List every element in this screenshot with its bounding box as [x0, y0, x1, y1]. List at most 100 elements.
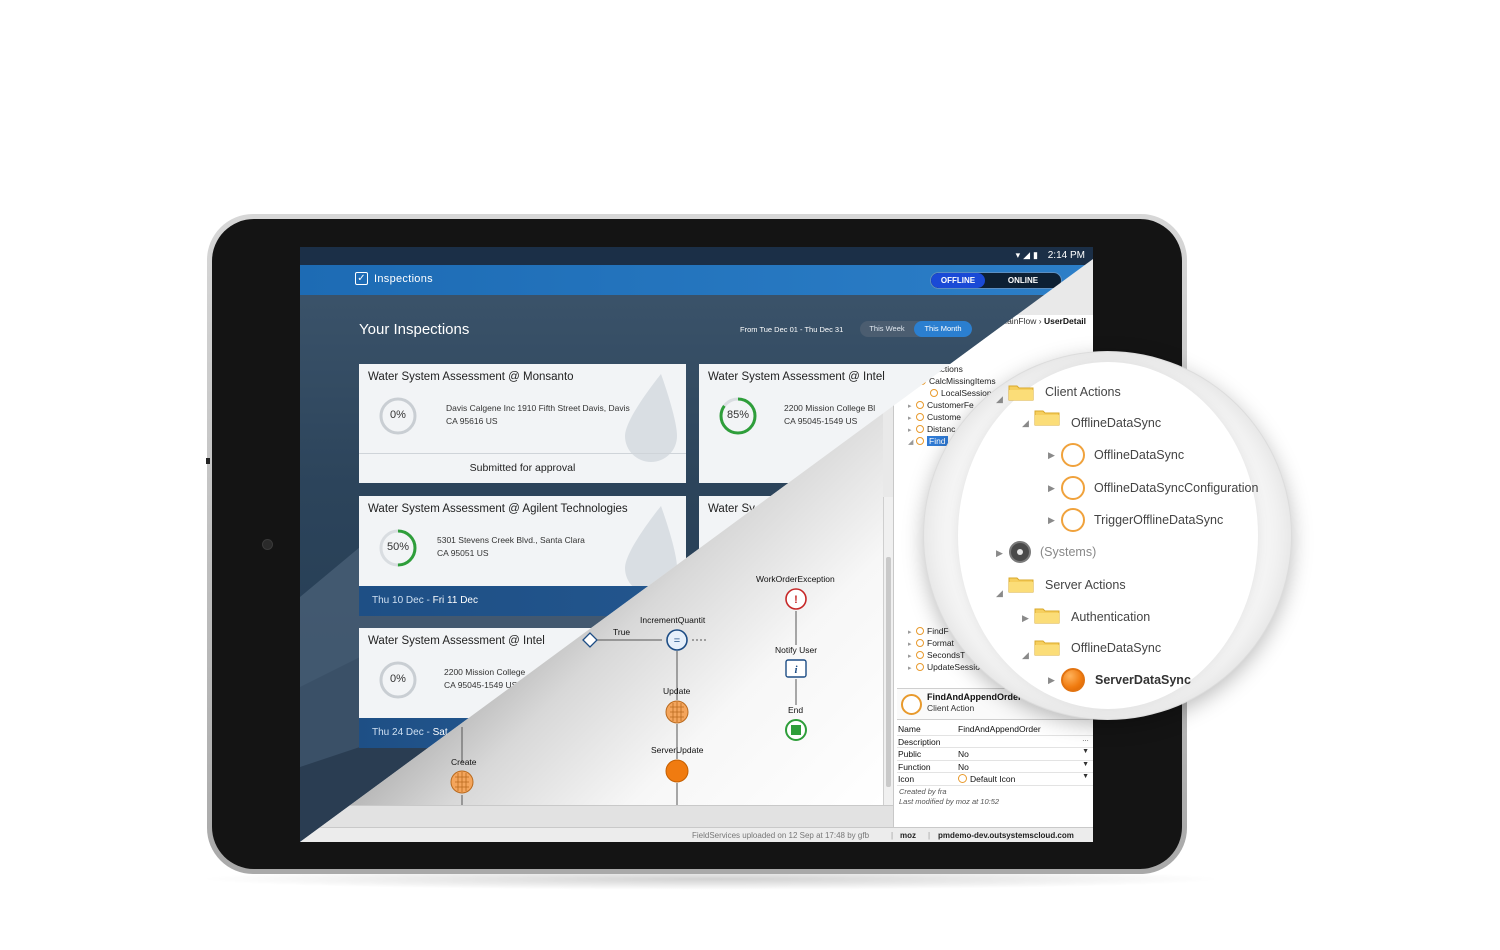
progress-value: 50% [386, 541, 410, 553]
expand-icon[interactable]: ▸ [908, 403, 912, 410]
expand-icon[interactable]: ▸ [908, 629, 912, 636]
progress-ring [379, 529, 417, 567]
signal-battery-icons: ▾◢▮ [1015, 250, 1041, 260]
tree-action-offlinedatasync[interactable]: OfflineDataSync [1094, 448, 1185, 462]
tree-folder-authentication[interactable]: Authentication [1071, 610, 1151, 624]
offline-online-toggle[interactable]: OFFLINE ONLINE [930, 272, 1062, 289]
canvas-horizontal-scrollbar[interactable] [300, 805, 893, 827]
property-value[interactable]: FindAndAppendOrder [958, 724, 1041, 734]
tree-item[interactable]: ▸UpdateSessio [908, 662, 980, 672]
card-title: Water Sy [708, 503, 755, 515]
assign-node-icon[interactable] [666, 629, 688, 651]
toggle-offline[interactable]: OFFLINE [931, 273, 985, 288]
current-user[interactable]: moz [900, 831, 916, 840]
progress-value: 0% [390, 673, 406, 685]
tree-item[interactable]: ▸SecondsT [908, 650, 966, 660]
tree-action-triggerofflinedatasync[interactable]: TriggerOfflineDataSync [1094, 513, 1224, 527]
expand-icon[interactable]: ▸ [908, 653, 912, 660]
collapse-icon[interactable]: ◢ [996, 394, 1003, 404]
camera-icon [262, 539, 273, 550]
svg-text:=: = [674, 635, 680, 647]
tree-item[interactable]: LocalSession [930, 388, 992, 398]
expand-icon[interactable]: ▶ [1048, 515, 1055, 525]
tree-folder-offlinedatasync[interactable]: OfflineDataSync [1071, 416, 1162, 430]
server-name[interactable]: pmdemo-dev.outsystemscloud.com [938, 831, 1074, 840]
property-value[interactable]: Default Icon [958, 774, 1015, 784]
action-icon [916, 401, 924, 409]
filter-this-month[interactable]: This Month [914, 321, 972, 337]
selected-element-name: FindAndAppendOrder [927, 692, 1022, 702]
water-drop-icon [625, 506, 677, 594]
action-icon [916, 651, 924, 659]
collapse-icon[interactable]: ◢ [1022, 418, 1029, 428]
property-value[interactable]: No [958, 761, 969, 772]
property-key: Public [898, 749, 922, 759]
tree-item-selected[interactable]: ◢Find [908, 436, 948, 446]
card-address-line2: CA 95051 US [437, 548, 489, 558]
node-label: WorkOrderException [756, 574, 835, 584]
scroll-thumb[interactable] [886, 557, 891, 787]
tree-item[interactable]: ▸FindF [908, 626, 949, 636]
dropdown-arrow-icon[interactable]: ▼ [1082, 760, 1089, 768]
date-sep: - [423, 727, 433, 738]
canvas-vertical-scrollbar[interactable] [883, 497, 893, 805]
breadcrumb-parent[interactable]: MainFlow [1000, 316, 1037, 326]
property-value[interactable]: No [958, 749, 969, 759]
message-node-icon[interactable] [785, 659, 807, 678]
expand-icon[interactable]: ▸ [908, 641, 912, 648]
exception-node-icon[interactable] [785, 588, 807, 610]
dropdown-arrow-icon[interactable]: ▼ [1082, 773, 1089, 780]
date-from: Thu 24 Dec [372, 727, 424, 738]
tree-item[interactable]: ▸Custome [908, 412, 962, 422]
tree-folder-offlinedatasync-server[interactable]: OfflineDataSync [1071, 641, 1162, 655]
tree-item[interactable]: nt Actions [926, 364, 963, 374]
checkbox-icon: ✓ [355, 272, 368, 285]
server-action-icon[interactable] [665, 759, 689, 783]
tree-item[interactable]: ▸Distanc [908, 424, 956, 434]
magnifier-lens [958, 362, 1258, 709]
tree-item[interactable]: ▸CustomerFe [908, 400, 974, 410]
dropdown-arrow-icon[interactable]: ▼ [1082, 748, 1089, 755]
card-address-line2: CA 95045-1549 US [444, 680, 518, 690]
server-action-icon [1061, 668, 1085, 692]
ellipsis-icon[interactable]: … [1082, 735, 1089, 743]
tree-item[interactable]: ▸Format [908, 638, 954, 648]
toggle-online[interactable]: ONLINE [1007, 276, 1039, 285]
expand-icon[interactable]: ▶ [996, 548, 1003, 558]
tree-folder-client-actions[interactable]: Client Actions [1045, 385, 1121, 399]
expand-icon[interactable]: ▸ [908, 665, 912, 672]
selected-element-type: Client Action [927, 703, 975, 713]
inspection-card[interactable]: Water System Assessment @ Monsanto 0% Da… [359, 364, 686, 483]
property-row[interactable]: Description… [897, 735, 1093, 748]
page-title: Your Inspections [359, 321, 470, 338]
expand-icon[interactable]: ▶ [1048, 675, 1055, 685]
progress-value: 85% [726, 409, 750, 421]
node-label: IncrementQuantit [640, 615, 706, 625]
expand-icon[interactable]: ▸ [908, 427, 912, 434]
if-node-icon[interactable] [582, 632, 598, 648]
action-icon [916, 413, 924, 421]
tree-action-offlinedatasyncconfiguration[interactable]: OfflineDataSyncConfiguration [1094, 481, 1259, 495]
expand-icon[interactable]: ▶ [1048, 450, 1055, 460]
expand-icon[interactable]: ▶ [1022, 613, 1029, 623]
filter-this-week[interactable]: This Week [869, 324, 905, 333]
card-status: Submitted for approval [359, 453, 686, 483]
collapse-icon[interactable]: ◢ [996, 588, 1003, 598]
tree-action-serverdatasync[interactable]: ServerDataSync [1095, 673, 1191, 687]
breadcrumb-current[interactable]: UserDetail [1043, 316, 1087, 326]
folder-icon [1034, 640, 1060, 656]
property-row[interactable]: Public No ▼ [897, 748, 1093, 761]
tree-item-systems[interactable]: (Systems) [1040, 545, 1097, 559]
tree-folder-server-actions[interactable]: Server Actions [1045, 578, 1126, 592]
collapse-icon[interactable]: ◢ [1022, 650, 1029, 660]
node-label: Create [451, 757, 477, 767]
collapse-icon[interactable]: ◢ [908, 439, 914, 446]
expand-icon[interactable]: ▶ [1048, 483, 1055, 493]
period-filter: This Week This Month [860, 321, 972, 337]
folder-icon [1034, 608, 1060, 624]
expand-icon[interactable]: ▸ [908, 415, 912, 422]
